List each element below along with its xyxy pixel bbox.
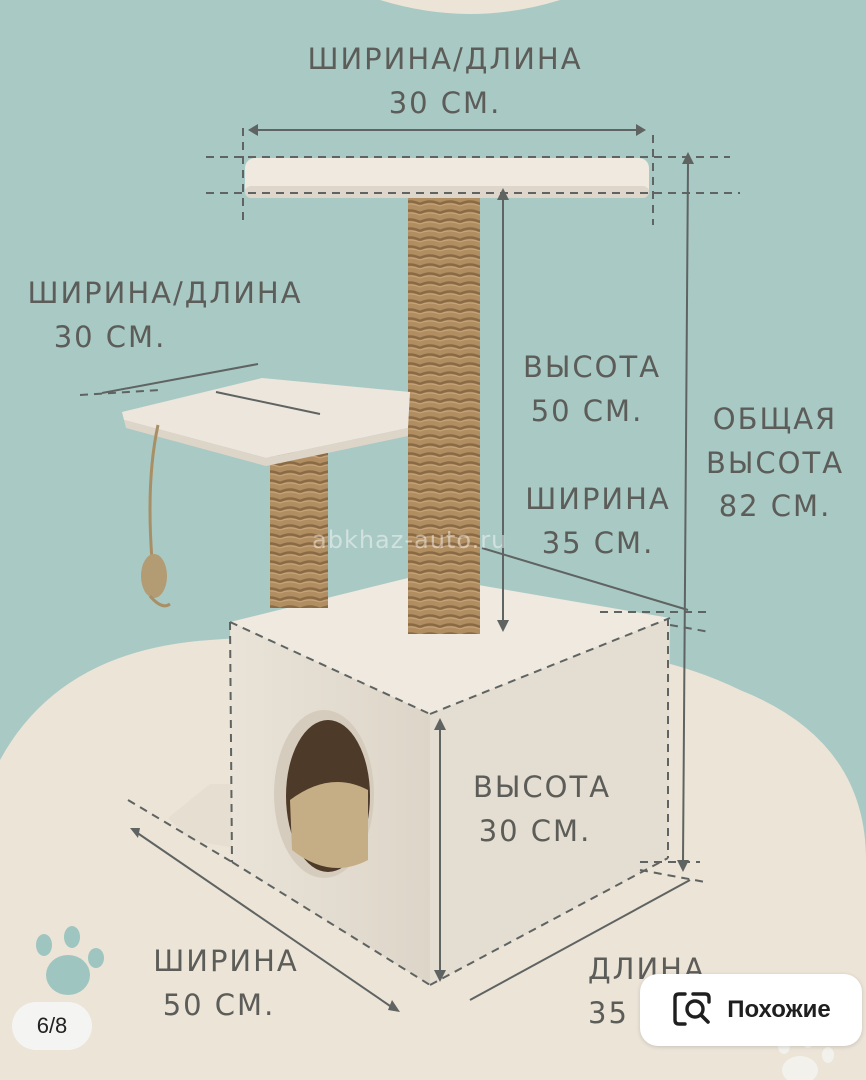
hanging-toy-string [148,424,160,561]
image-counter: 6/8 [12,1002,92,1050]
arrow-heads [130,124,694,1012]
post-height-label: ВЫСОТА 50 СМ. [522,350,662,428]
background-blob-top [380,0,560,14]
short-post [270,452,328,608]
top-platform-label: ШИРИНА/ДЛИНА 30 СМ. [307,42,583,120]
similar-button-label: Похожие [727,996,831,1023]
watermark: abkhaz-auto.ru [312,526,508,554]
hanging-toy [141,554,167,598]
box-side [430,618,670,985]
similar-button[interactable]: Похожие [640,974,862,1046]
base-plate [168,784,235,848]
side-platform-label: ШИРИНА/ДЛИНА 30 СМ. [27,276,303,354]
box-top [230,575,670,714]
box-width-label: ШИРИНА 50 СМ. [153,944,299,1022]
side-platform [122,378,410,458]
total-height-label: ОБЩАЯ ВЫСОТА 82 СМ. [705,402,845,523]
tall-post [408,190,480,634]
paw-print-icon [36,926,104,995]
box-depth-label: ШИРИНА 35 СМ. [525,482,671,560]
visual-search-icon [673,992,711,1026]
dimension-lines [79,128,740,1009]
box-height-label: ВЫСОТА 30 СМ. [472,770,612,848]
